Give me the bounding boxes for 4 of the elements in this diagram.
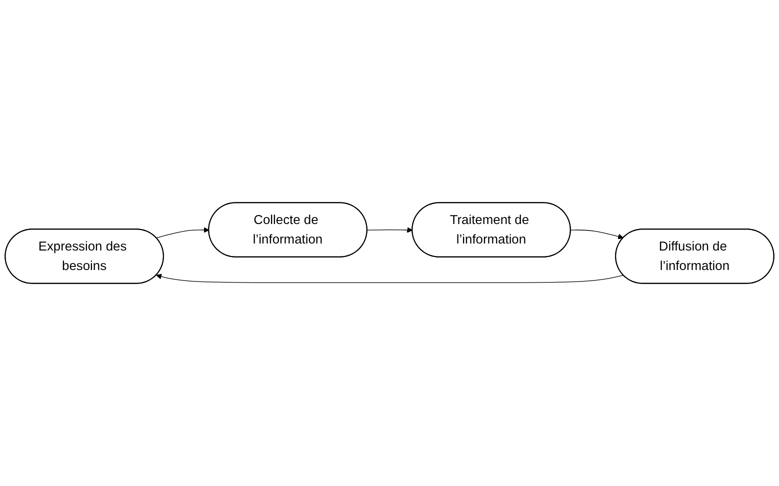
- arrow: [156, 274, 624, 284]
- arrow: [366, 227, 413, 233]
- arrow: [156, 227, 210, 238]
- arrow: [570, 230, 624, 240]
